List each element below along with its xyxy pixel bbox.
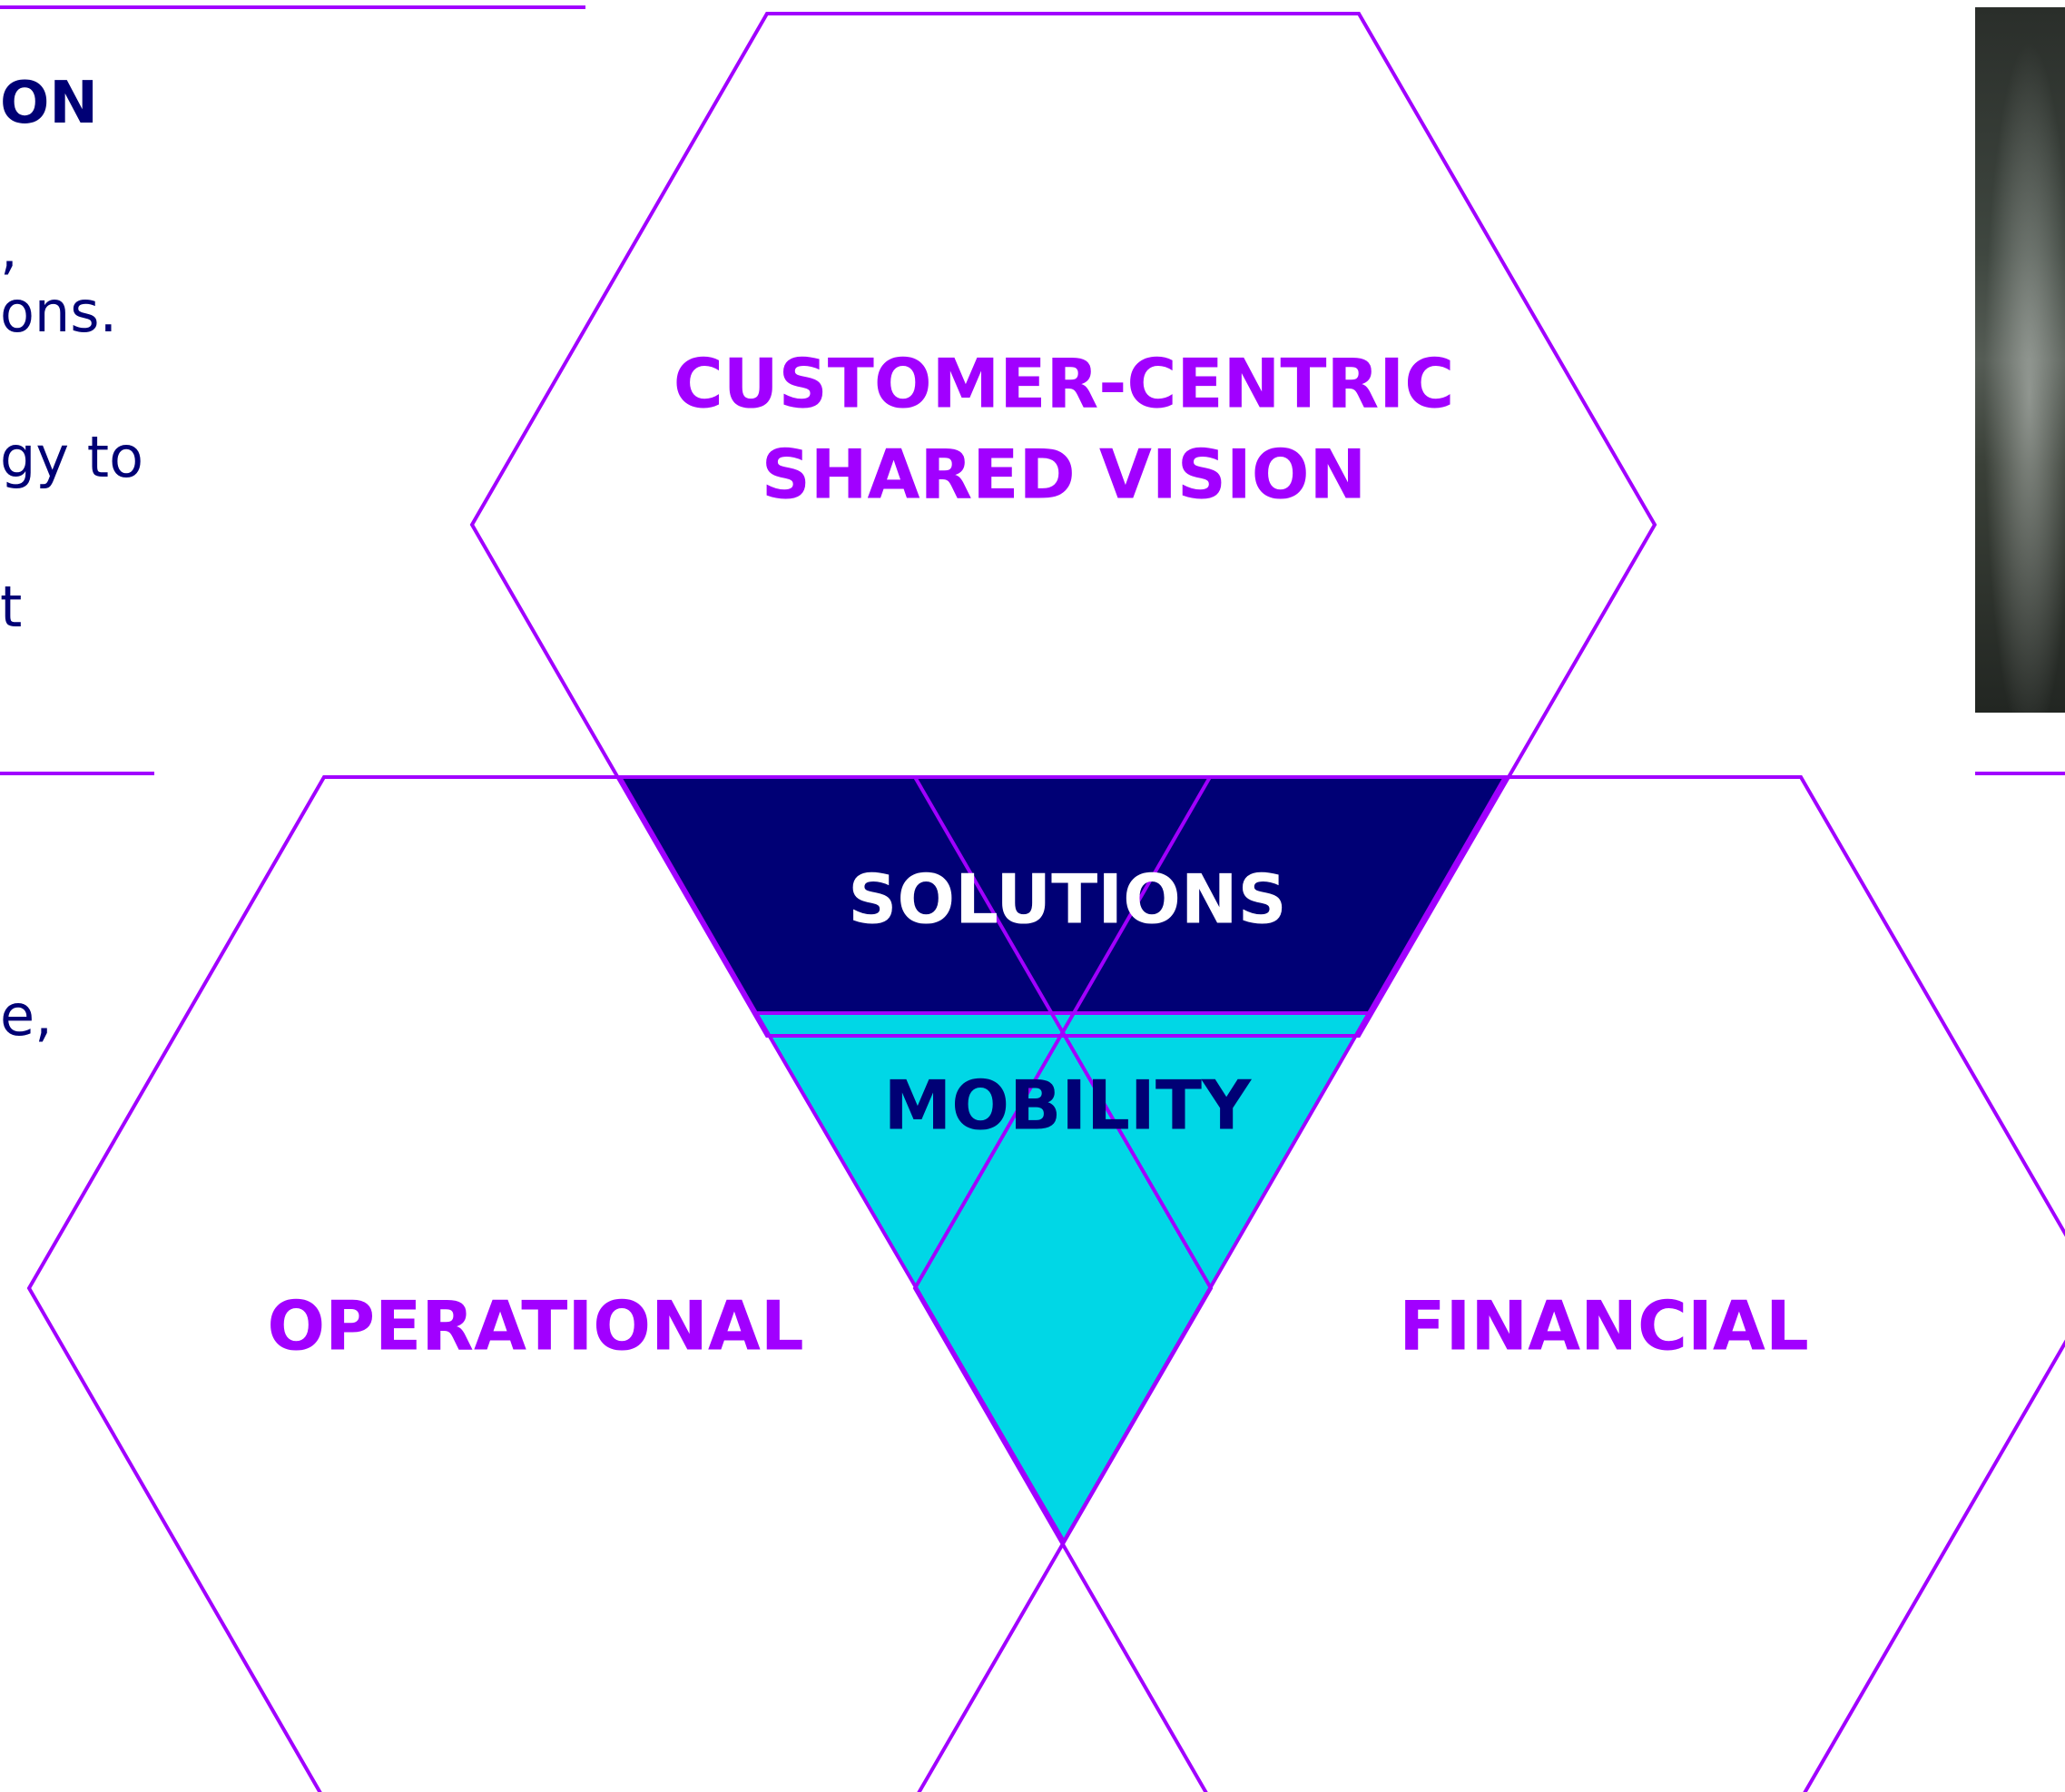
- solutions-label: SOLUTIONS: [848, 860, 1286, 940]
- left-text-fragment-3: gy to: [0, 424, 143, 490]
- mobility-label: MOBILITY: [884, 1066, 1253, 1146]
- right-hexagon: [912, 775, 2065, 1792]
- left-text-fragment-2: ons.: [0, 279, 117, 345]
- left-hexagon: [26, 775, 1214, 1792]
- operational-label: OPERATIONAL: [267, 1286, 803, 1366]
- top-hexagon-label-line1: CUSTOMER-CENTRIC: [674, 344, 1455, 424]
- left-heading-fragment: ON: [0, 70, 98, 137]
- top-hexagon-label-line2: SHARED VISION: [762, 435, 1367, 515]
- left-text-fragment-1: ,: [0, 215, 18, 281]
- right-photo-highlight: [1975, 7, 2065, 713]
- mobility-triangle: [752, 1011, 1372, 1545]
- left-text-fragment-5: e,: [0, 982, 53, 1049]
- top-hexagon: [469, 12, 1657, 1038]
- financial-label: FINANCIAL: [1399, 1286, 1809, 1366]
- left-text-fragment-4: t: [0, 574, 22, 640]
